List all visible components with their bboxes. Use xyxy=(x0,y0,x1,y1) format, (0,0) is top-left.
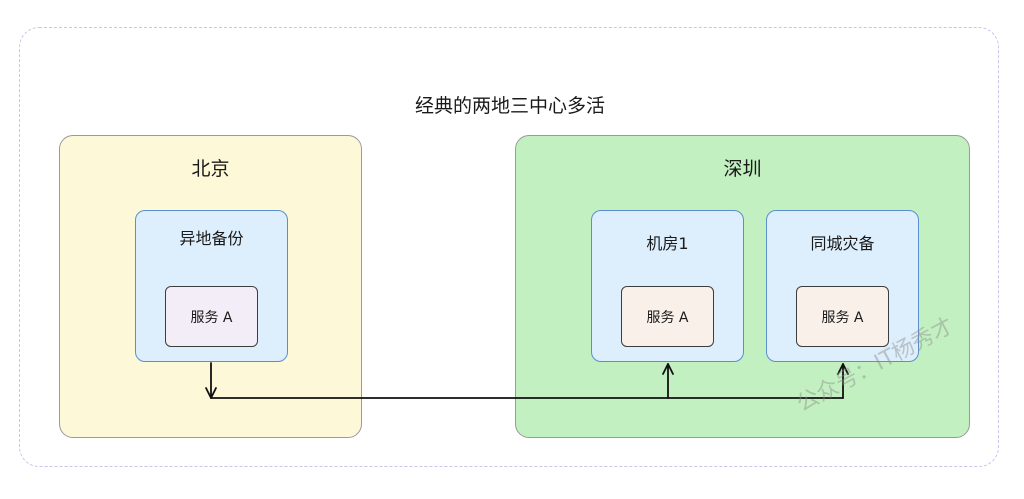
region-beijing-label: 北京 xyxy=(191,158,230,180)
service-box-same-city-dr: 服务 A xyxy=(796,286,889,347)
outer-frame: 经典的两地三中心多活 xyxy=(19,27,999,467)
datacenter-same-city-dr-label: 同城灾备 xyxy=(810,234,875,253)
datacenter-room-1-label: 机房1 xyxy=(646,234,689,253)
service-box-room-1: 服务 A xyxy=(621,286,714,347)
diagram-title: 经典的两地三中心多活 xyxy=(414,95,605,117)
service-box-remote-backup: 服务 A xyxy=(165,286,258,347)
region-shenzhen-label: 深圳 xyxy=(723,158,762,180)
datacenter-remote-backup-label: 异地备份 xyxy=(179,229,244,248)
